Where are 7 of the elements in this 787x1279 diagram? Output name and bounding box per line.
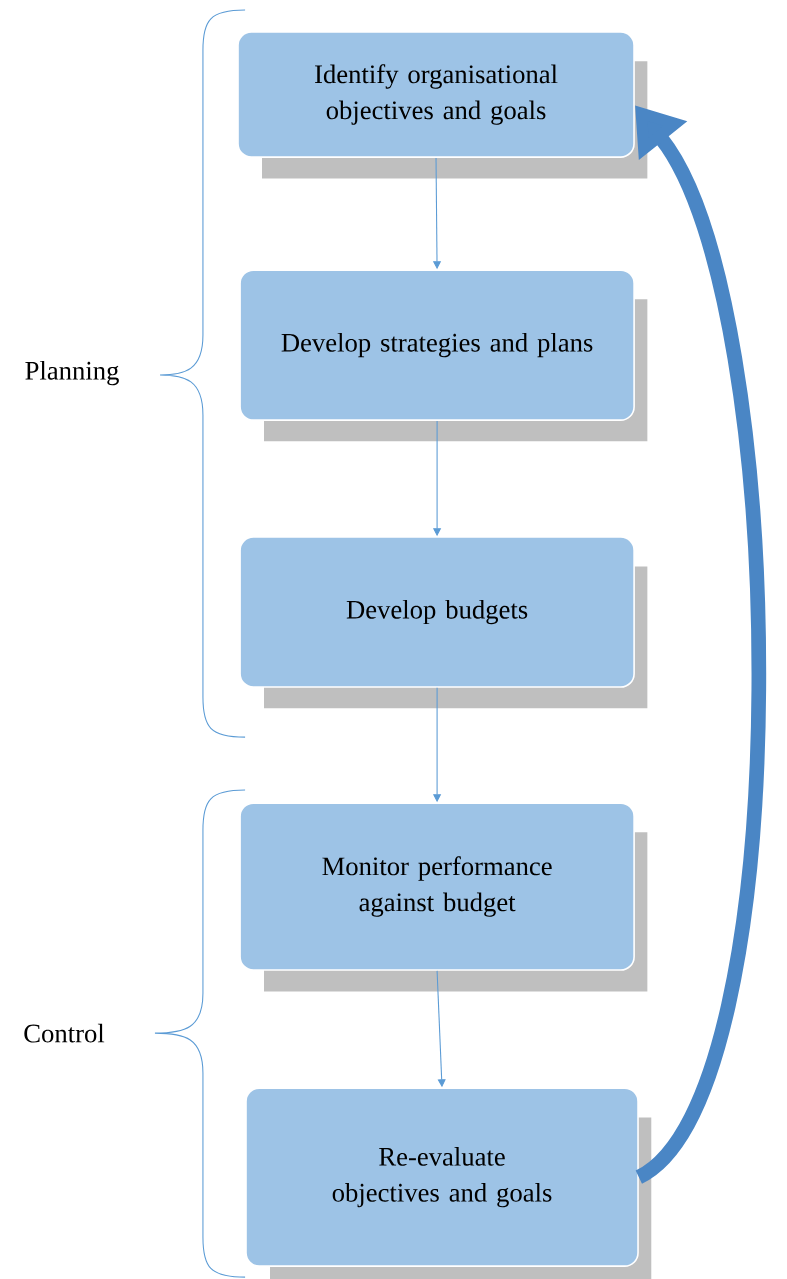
process-box: Develop budgets: [239, 536, 648, 709]
group-label: Planning: [25, 360, 119, 386]
process-box: Develop strategies and plans: [239, 269, 648, 442]
process-box: Re-evaluate objectives and goals: [245, 1087, 652, 1279]
process-box: Monitor performance against budget: [239, 802, 648, 992]
process-box: Identify organisational objectives and goals: [237, 31, 648, 179]
group-label: Control: [24, 1023, 105, 1043]
